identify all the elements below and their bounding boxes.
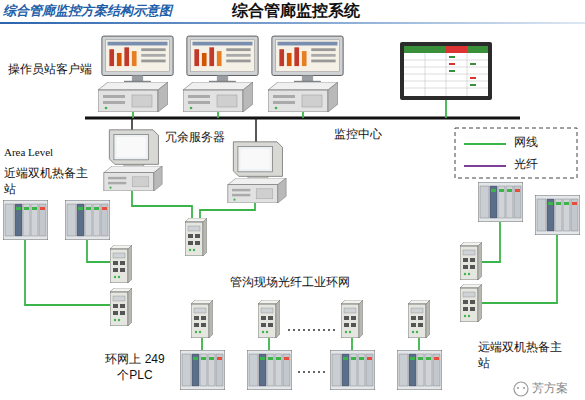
level-label: Area Level	[4, 145, 53, 159]
far-end-plcs	[478, 182, 580, 235]
legend-text: 光纤	[514, 157, 538, 173]
far-master-label: 远端双机热备主站	[478, 340, 564, 371]
near-master-label: 近端双机热备主站	[4, 166, 90, 197]
redundant-servers	[104, 130, 286, 203]
ring-switches	[110, 218, 482, 338]
station-label: 操作员站客户端	[8, 62, 92, 78]
legend-line-sample	[464, 143, 506, 145]
watermark-icon	[514, 382, 528, 396]
network-cables	[25, 100, 557, 350]
plc-count-label: 环网上 249个PLC	[100, 352, 170, 383]
fiber-ring: 管沟现场光纤工业环网	[95, 250, 485, 316]
server-label: 冗余服务器	[165, 130, 225, 146]
near-end-plcs	[3, 200, 110, 240]
ellipsis-dots	[288, 330, 336, 372]
legend-box	[455, 128, 577, 178]
ring-plcs	[180, 350, 442, 390]
operator-stations	[98, 36, 343, 112]
title-rule	[0, 22, 585, 24]
legend-line-sample	[464, 165, 506, 167]
watermark: 芳方案	[532, 381, 568, 397]
wall-display	[400, 42, 492, 100]
legend-text: 网线	[514, 135, 538, 151]
fiber-ring-line	[96, 251, 484, 315]
diagram-title: 综合管廊监控方案结构示意图	[3, 3, 172, 20]
center-label: 监控中心	[334, 127, 382, 143]
system-heading: 综合管廊监控系统	[232, 1, 360, 22]
ring-label: 管沟现场光纤工业环网	[230, 275, 350, 291]
